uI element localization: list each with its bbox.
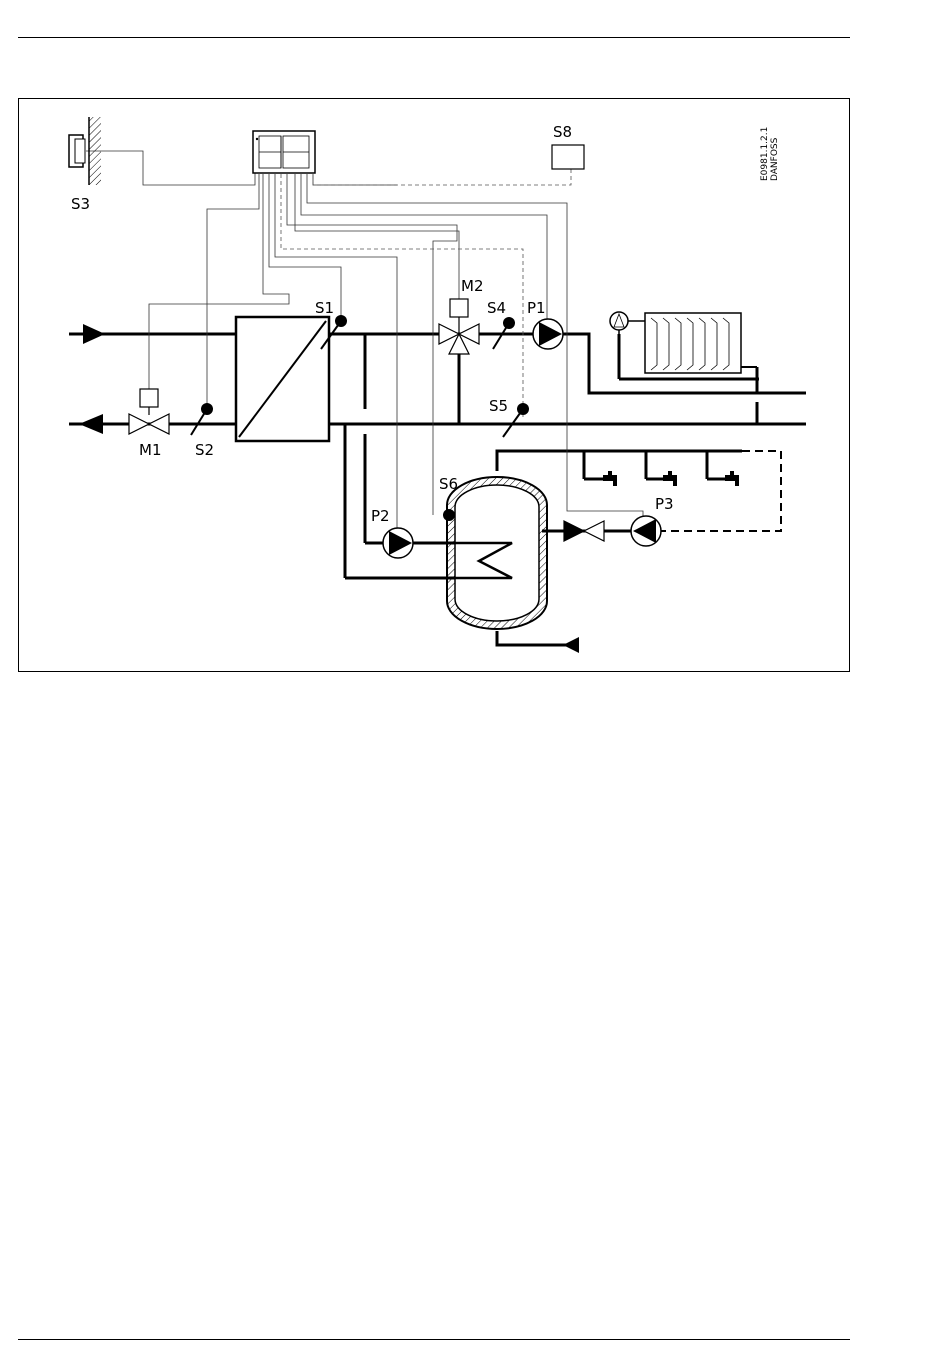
label-s8: S8 [553,123,572,141]
footer-rule [18,1339,850,1340]
label-s5: S5 [489,397,508,415]
check-valve [564,521,604,541]
tap-1 [603,471,617,486]
label-p2: P2 [371,507,390,525]
label-s3: S3 [71,195,90,213]
heat-exchanger [236,317,329,441]
label-s2: S2 [195,441,214,459]
drawing-code-line2: DANFOSS [770,137,780,181]
label-s1: S1 [315,299,334,317]
pump-p1 [533,319,563,349]
controller-unit [253,131,315,173]
valve-m1 [129,389,169,434]
label-p3: P3 [655,495,674,513]
sensor-s2-dot [201,403,213,415]
header-rule [18,37,850,38]
label-s6: S6 [439,475,458,493]
radiator [610,312,757,373]
supply-inlet-arrow [83,324,105,344]
tap-3 [725,471,739,486]
label-s4: S4 [487,299,506,317]
heating-system-diagram: S3 S8 S1 M2 S4 P1 S5 M1 S2 S6 P2 P3 E098… [19,99,849,671]
system-diagram-frame: S3 S8 S1 M2 S4 P1 S5 M1 S2 S6 P2 P3 E098… [18,98,850,672]
drawing-code: E0981.1.2.1 DANFOSS [760,127,780,181]
label-m2: M2 [461,277,484,295]
sensor-s1-dot [335,315,347,327]
pump-p2 [383,528,413,558]
label-m1: M1 [139,441,162,459]
sensor-s5-dot [517,403,529,415]
pump-p3 [631,516,661,546]
return-outlet-arrow [79,414,103,434]
sensor-s4-dot [503,317,515,329]
main-pipes [69,334,806,645]
tap-2 [663,471,677,486]
hot-water-tank [439,477,547,629]
dhw-circulation-dashed [659,451,781,531]
drain-outlet-arrow [563,637,579,653]
valve-m2 [439,299,479,354]
room-panel-s8 [552,145,584,169]
drawing-code-line1: E0981.1.2.1 [760,127,770,181]
outdoor-sensor-s3 [69,117,101,185]
label-p1: P1 [527,299,546,317]
